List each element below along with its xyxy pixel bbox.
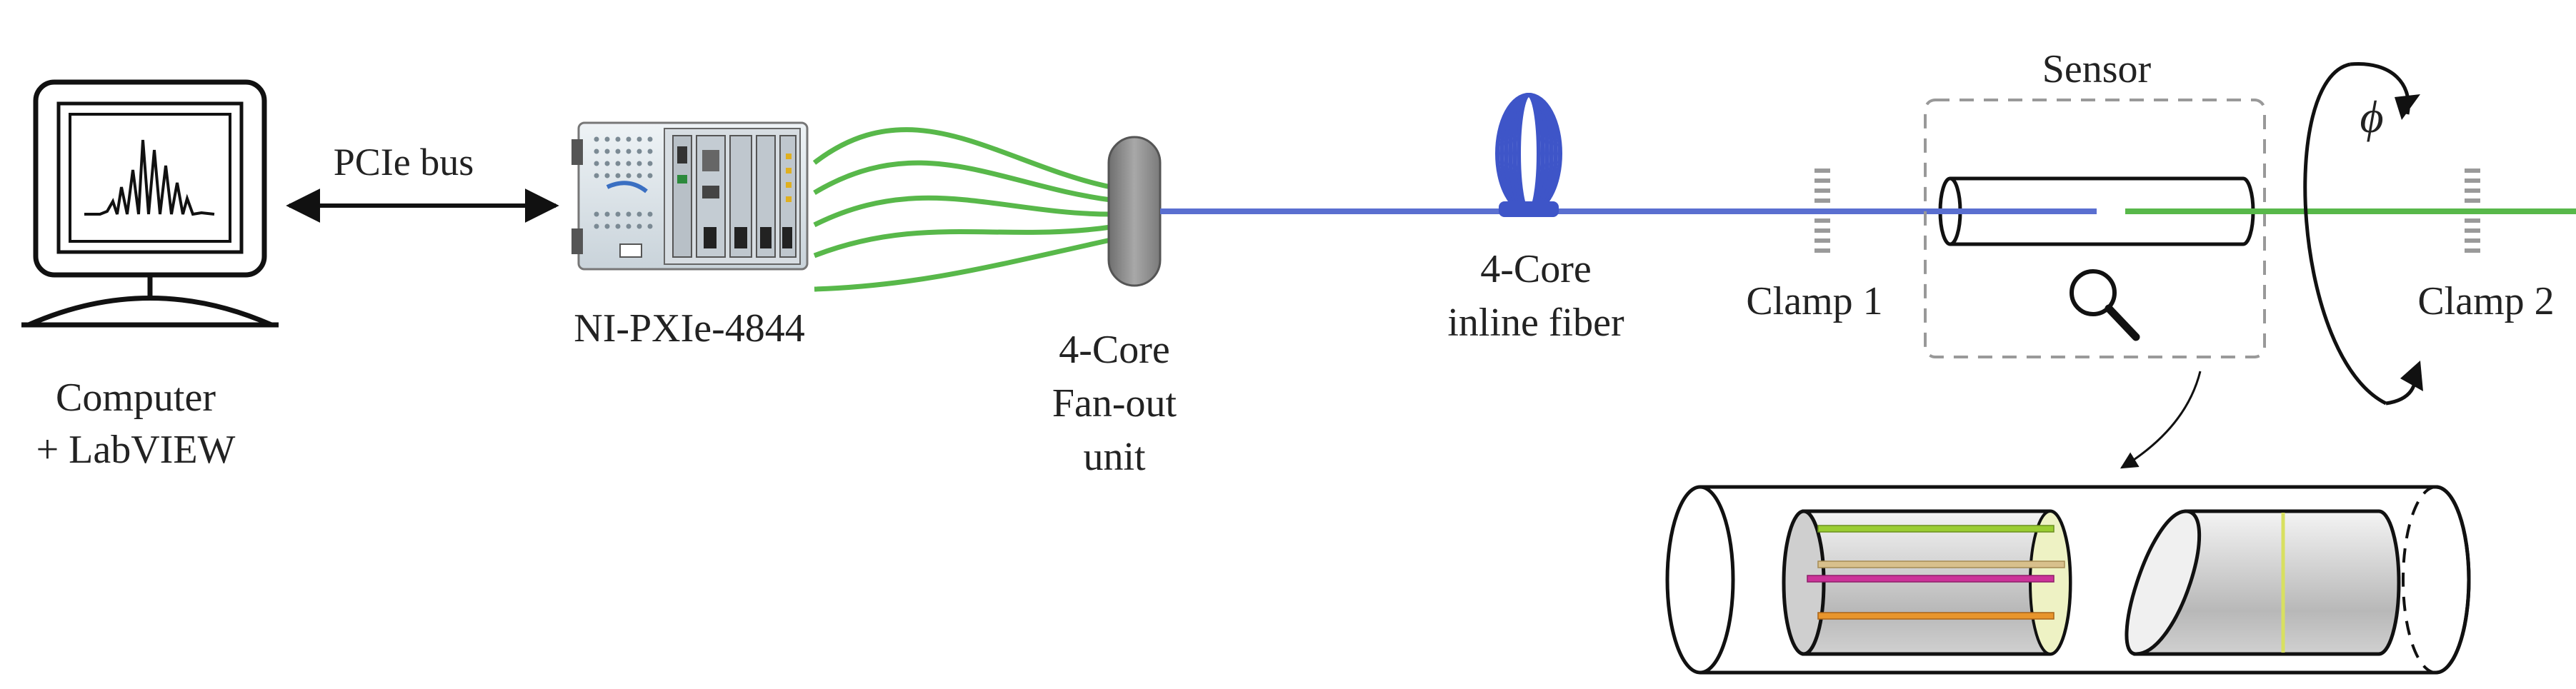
sensor-tube bbox=[1938, 176, 2255, 246]
clamp-1-label: Clamp 1 bbox=[1746, 279, 1882, 323]
computer-label-line1: Computer bbox=[56, 376, 216, 420]
core-tan bbox=[1817, 560, 2065, 568]
clamp-1-marker bbox=[1814, 169, 1830, 253]
pxi-chassis-icon bbox=[571, 121, 809, 271]
core-green bbox=[1817, 525, 2055, 533]
sensor-label: Sensor bbox=[2042, 47, 2152, 91]
fanout-label-line3: unit bbox=[1083, 435, 1146, 479]
magnifier-icon bbox=[2070, 269, 2140, 341]
pcie-bus-label: PCIe bus bbox=[334, 141, 474, 183]
fanout-label-line2: Fan-out bbox=[1052, 381, 1177, 426]
computer-label-line2: + LabVIEW bbox=[36, 428, 236, 472]
rotation-angle-label: ϕ bbox=[2360, 91, 2383, 142]
fanout-label-line1: 4-Core bbox=[1059, 328, 1170, 372]
core-magenta bbox=[1807, 575, 2055, 583]
clamp-2-label: Clamp 2 bbox=[2417, 279, 2554, 323]
sensor-inset bbox=[1665, 485, 2471, 675]
fanout-unit bbox=[1107, 136, 1162, 287]
inline-fiber-label-line1: 4-Core bbox=[1480, 247, 1592, 291]
core-orange bbox=[1817, 612, 2055, 620]
fiber-coil bbox=[1495, 93, 1562, 214]
fanout-green-fibers bbox=[812, 127, 1112, 292]
clamp-2-marker bbox=[2465, 169, 2480, 253]
spectrum-waveform bbox=[84, 139, 215, 216]
inline-fiber-label-line2: inline fiber bbox=[1447, 301, 1624, 345]
sensor-dashed-box bbox=[1924, 99, 2266, 358]
zoom-callout-arrow bbox=[2120, 371, 2202, 469]
computer-monitor-icon bbox=[21, 79, 279, 328]
ni-module-label: NI-PXIe-4844 bbox=[574, 306, 804, 351]
